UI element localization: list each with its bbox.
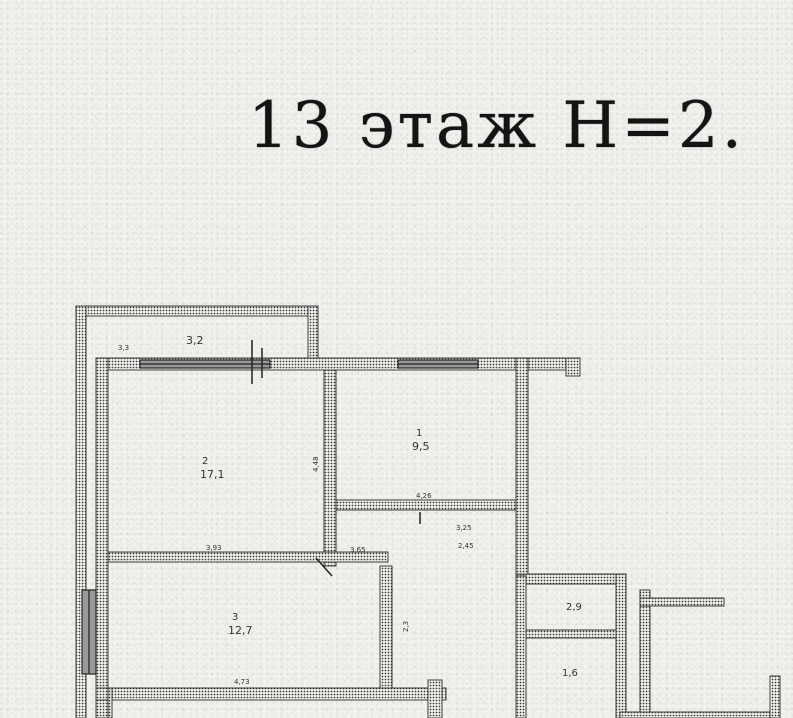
room-area-bedroom-1: 17,1	[200, 468, 225, 481]
room-area-loggia: 3,2	[186, 334, 204, 347]
room-number-living-room: 3	[232, 612, 238, 623]
room-number-bedroom-1: 2	[202, 456, 208, 467]
room-area-toilet: 1,6	[562, 668, 578, 679]
room-labels: 3,2 2 17,1 1 9,5 3 12,7 2,9 1,6	[186, 334, 582, 679]
floor-title: 13 этаж H=2.	[248, 89, 745, 163]
room-area-bedroom-2: 9,5	[412, 440, 430, 453]
dimension-mark: 3,65	[350, 546, 366, 554]
dimension-mark: 4,48	[312, 456, 320, 472]
room-area-bathroom: 2,9	[566, 602, 582, 613]
dimension-mark: 2,3	[402, 621, 410, 632]
interior-walls	[107, 369, 617, 718]
dimension-mark: 2,45	[458, 542, 474, 550]
room-number-bedroom-2: 1	[416, 428, 422, 439]
door-marks	[251, 340, 421, 577]
windows	[81, 359, 479, 675]
dimension-mark: 3,3	[118, 344, 129, 352]
dimension-marks: 3,3 4,48 3,93 3,65 4,26 2,45 2,3 3,25 4,…	[118, 344, 474, 686]
dimension-mark: 4,73	[234, 678, 250, 686]
room-area-living-room: 12,7	[228, 624, 253, 637]
dimension-mark: 3,93	[206, 544, 222, 552]
dimension-mark: 3,25	[456, 524, 472, 532]
dimension-mark: 4,26	[416, 492, 432, 500]
